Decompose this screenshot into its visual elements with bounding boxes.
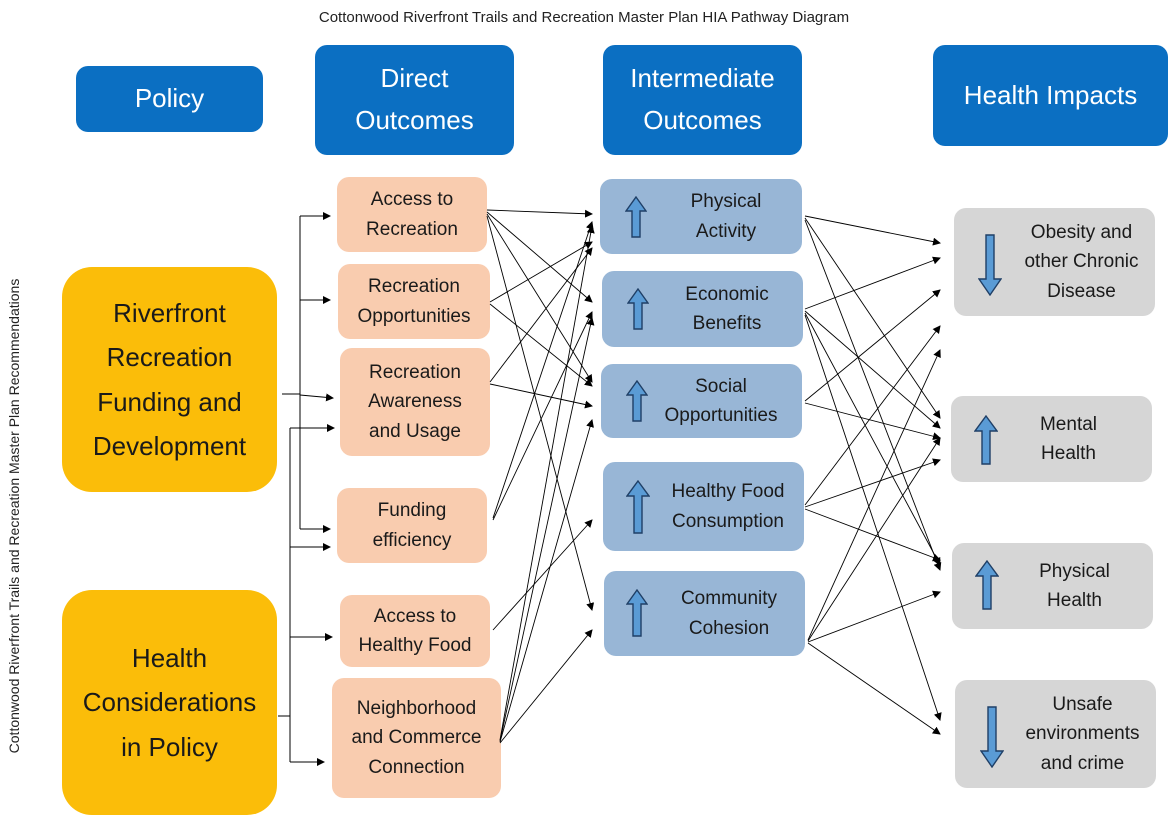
health-impact-mental-health: Mental Health [951,396,1152,482]
up-arrow-icon [625,379,649,422]
up-arrow-icon [625,588,649,637]
intermediate-outcome-label: Economic Benefits [685,283,769,334]
health-impact-obesity: Obesity and other Chronic Disease [954,208,1155,316]
intermediate-outcome-label: Healthy Food Consumption [671,481,785,532]
direct-outcome-access-to-healthy-food: Access to Healthy Food [340,595,490,667]
down-arrow-icon [979,706,1005,769]
header-intermediate-outcomes: Intermediate Outcomes [603,45,802,155]
health-impact-label: Mental Health [1039,413,1098,464]
health-impact-label: Physical Health [1039,560,1110,611]
intermediate-outcome-economic-benefits: Economic Benefits [602,271,803,347]
health-impact-unsafe-environments: Unsafe environments and crime [955,680,1156,788]
intermediate-outcome-label: Physical Activity [690,191,762,242]
up-arrow-icon [626,287,650,330]
header-policy: Policy [76,66,263,132]
header-direct-outcomes: Direct Outcomes [315,45,514,155]
direct-outcome-recreation-opportunities: Recreation Opportunities [338,264,490,339]
policy-health-considerations: Health Considerations in Policy [62,590,277,815]
up-arrow-icon [625,479,651,534]
up-arrow-icon [973,414,999,465]
direct-outcome-funding-efficiency: Funding efficiency [337,488,487,563]
intermediate-outcome-social-opportunities: Social Opportunities [601,364,802,438]
policy-riverfront-recreation: Riverfront Recreation Funding and Develo… [62,267,277,492]
header-health-impacts: Health Impacts [933,45,1168,146]
health-impact-physical-health: Physical Health [952,543,1153,629]
intermediate-outcome-physical-activity: Physical Activity [600,179,802,254]
health-impact-label: Obesity and other Chronic Disease [1024,221,1139,302]
health-impact-label: Unsafe environments and crime [1025,693,1140,774]
down-arrow-icon [977,234,1003,297]
direct-outcome-recreation-awareness: Recreation Awareness and Usage [340,348,490,456]
diagram-title: Cottonwood Riverfront Trails and Recreat… [318,9,850,26]
intermediate-outcome-label: Community Cohesion [680,588,778,639]
up-arrow-icon [974,559,1000,610]
direct-outcome-neighborhood-commerce: Neighborhood and Commerce Connection [332,678,501,798]
direct-outcome-access-to-recreation: Access to Recreation [337,177,487,252]
intermediate-outcome-community-cohesion: Community Cohesion [604,571,805,656]
intermediate-outcome-label: Social Opportunities [664,375,778,426]
intermediate-outcome-healthy-food-consumption: Healthy Food Consumption [603,462,804,551]
up-arrow-icon [624,195,648,238]
